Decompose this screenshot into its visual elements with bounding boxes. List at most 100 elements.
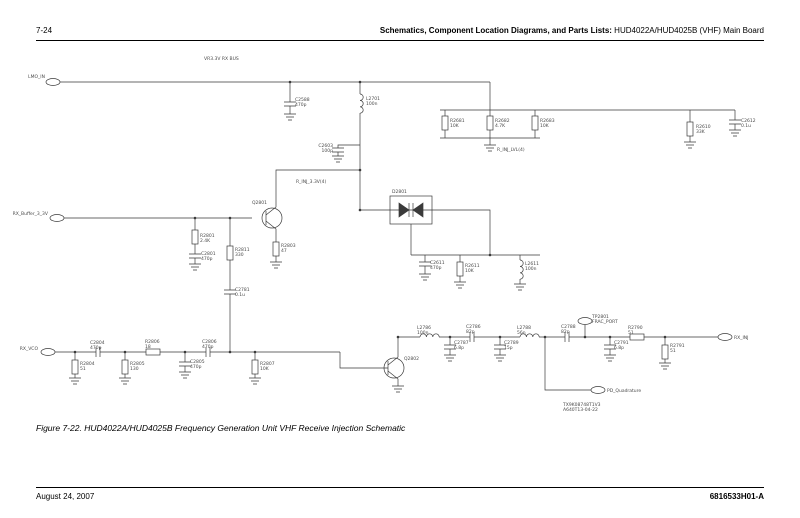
component-label: R2681 xyxy=(450,118,465,124)
component-label: 100n xyxy=(525,266,537,272)
component-label: C2789 xyxy=(504,340,519,346)
component-label: R2806 xyxy=(145,339,160,345)
ground-symbol xyxy=(178,371,192,379)
component-label: 0.1u xyxy=(235,292,245,298)
pin-pd-quadrature xyxy=(590,386,606,394)
component-label: R2804 xyxy=(80,361,95,367)
header-title: Schematics, Component Location Diagrams,… xyxy=(380,26,764,36)
resistor-symbol xyxy=(71,359,79,375)
component-label: C2788 xyxy=(561,324,576,330)
component-label: 6.8p xyxy=(614,345,624,351)
component-label: 100n xyxy=(366,101,378,107)
component-label: 470p xyxy=(201,256,213,262)
component-label: C2806 xyxy=(202,339,217,345)
ground-symbol xyxy=(283,113,297,121)
component-label: Q2801 xyxy=(252,200,267,206)
ground-symbol xyxy=(493,354,507,362)
component-label: 51 xyxy=(670,348,676,354)
component-label: C2612 xyxy=(741,118,756,124)
ground-symbol xyxy=(118,377,132,385)
page-number: 7-24 xyxy=(36,26,53,35)
ground-symbol xyxy=(483,144,497,152)
component-label: C2603 xyxy=(318,143,333,149)
header-board-title: HUD4022A/HUD4025B (VHF) Main Board xyxy=(611,26,764,35)
ground-symbol xyxy=(443,354,457,362)
component-label: 56n xyxy=(517,330,526,336)
transistor-q2802 xyxy=(383,357,405,379)
ground-symbol xyxy=(248,377,262,385)
component-label: 330 xyxy=(235,252,244,258)
ground-symbol xyxy=(658,362,672,370)
component-label: C2781 xyxy=(235,287,250,293)
pin-lmo-in xyxy=(45,78,61,86)
component-label: C2787 xyxy=(454,340,469,346)
component-label: R2611 xyxy=(465,263,480,269)
header-section-title: Schematics, Component Location Diagrams,… xyxy=(379,26,612,35)
component-label: 2.4K xyxy=(200,238,211,244)
component-label: VR3.3V RX BUS xyxy=(204,56,239,62)
component-label: L2611 xyxy=(525,261,539,267)
ground-symbol xyxy=(453,281,467,289)
component-label: 51 xyxy=(80,366,86,372)
pin-rx-buffer xyxy=(49,214,65,222)
component-label: R2811 xyxy=(235,247,250,253)
component-label: 470p xyxy=(202,344,214,350)
resistor-symbol xyxy=(441,115,449,131)
component-label: 100n xyxy=(417,330,429,336)
component-label: R2803 xyxy=(281,243,296,249)
component-label: 82p xyxy=(561,329,570,335)
component-label: C2805 xyxy=(190,359,205,365)
component-label: R2683 xyxy=(540,118,555,124)
component-label: R2791 xyxy=(670,343,685,349)
pin-rx-inj xyxy=(717,333,733,341)
component-label: 6.8p xyxy=(454,345,464,351)
resistor-symbol xyxy=(686,121,694,137)
schematic-svg: VR3.3V RX BUSLMO_INC2588470pL2701100nC26… xyxy=(13,56,756,413)
component-label: 10K xyxy=(450,123,460,129)
component-label: R2801 xyxy=(200,233,215,239)
component-label: 100p xyxy=(322,148,334,154)
ground-symbol xyxy=(188,263,202,271)
component-label: TP2801 xyxy=(591,314,609,320)
inductor-symbol xyxy=(519,259,524,280)
capacitor-symbol xyxy=(728,119,742,125)
circuit-components xyxy=(40,78,742,394)
varactor-diode-pair xyxy=(389,195,433,225)
component-label: A640T13-04-22 xyxy=(563,407,598,413)
component-label: 10K xyxy=(540,123,550,129)
component-label: 0.1u xyxy=(741,123,751,129)
ground-symbol xyxy=(683,141,697,149)
page-header: 7-24 Schematics, Component Location Diag… xyxy=(36,26,764,36)
component-label: R_INJ_3.3V(4) xyxy=(296,179,327,185)
footer-rule xyxy=(36,487,764,488)
component-label: C2804 xyxy=(90,340,105,346)
resistor-symbol xyxy=(456,261,464,277)
component-label: R2682 xyxy=(495,118,510,124)
component-label: R_INJ_LVL(4) xyxy=(497,147,525,153)
capacitor-symbol xyxy=(331,147,345,153)
pin-frac-port xyxy=(577,317,593,325)
footer-date: August 24, 2007 xyxy=(36,492,95,501)
component-label: L2788 xyxy=(517,325,531,331)
component-label: PD_Quadrature xyxy=(607,388,641,394)
component-label: 47 xyxy=(281,248,287,254)
component-label: 15p xyxy=(504,345,513,351)
component-label: R2610 xyxy=(696,124,711,130)
component-label: 130 xyxy=(130,366,139,372)
resistor-symbol xyxy=(191,229,199,245)
component-label: C2611 xyxy=(430,260,445,266)
component-label: 18 xyxy=(145,344,151,350)
component-label: L2786 xyxy=(417,325,431,331)
pin-rx-vco xyxy=(40,348,56,356)
component-label: 10K xyxy=(260,366,270,372)
header-rule xyxy=(36,40,764,41)
component-label: 51 xyxy=(628,330,634,336)
component-label: 470p xyxy=(430,265,442,271)
circuit-wires xyxy=(55,81,736,391)
junction-dots xyxy=(73,80,667,354)
inductor-symbol xyxy=(359,93,364,114)
ground-symbol xyxy=(269,261,283,269)
component-label: 470p xyxy=(90,345,102,351)
ground-symbol xyxy=(513,283,527,291)
